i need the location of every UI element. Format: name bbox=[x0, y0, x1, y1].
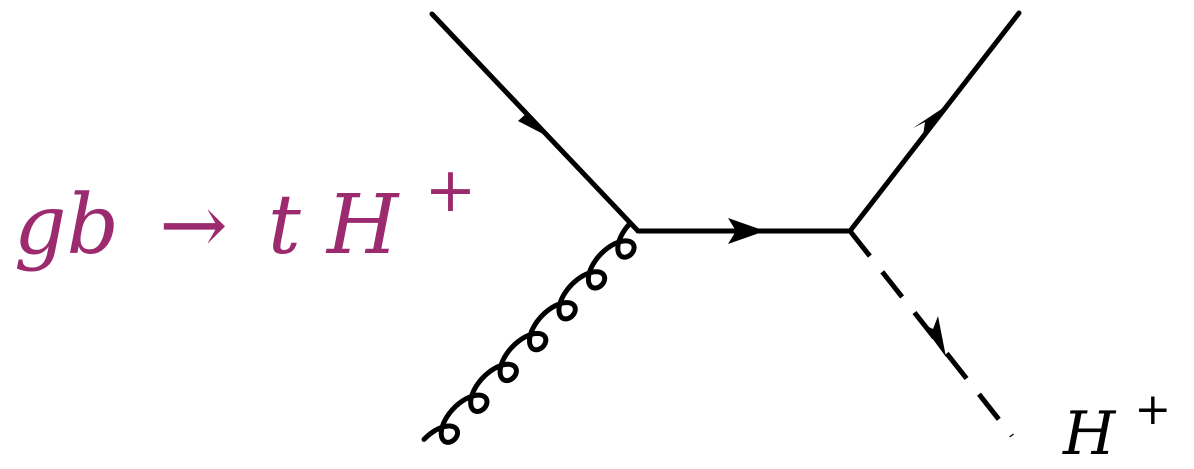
higgs-symbol: H bbox=[1062, 399, 1117, 469]
process-arrow: → bbox=[159, 178, 228, 273]
process-initial-state: gb bbox=[14, 178, 119, 273]
propagator-arrow bbox=[728, 218, 765, 244]
process-final-charge: + bbox=[424, 153, 476, 226]
incoming-quark-line bbox=[429, 11, 641, 234]
incoming-quark-arrow bbox=[518, 112, 549, 137]
outgoing-top-arrow bbox=[913, 106, 946, 136]
propagator-line bbox=[635, 218, 853, 244]
process-final-boson: H bbox=[325, 178, 400, 273]
higgs-label: H + , bbox=[1062, 369, 1194, 469]
higgs-charge: + bbox=[1134, 384, 1171, 435]
outgoing-higgs-arrow bbox=[921, 316, 946, 357]
outgoing-top-line bbox=[847, 10, 1022, 234]
svg-text:gb → t H: gb → t H + bbox=[14, 153, 476, 273]
process-final-particle: t bbox=[268, 178, 302, 273]
outgoing-higgs-line bbox=[848, 229, 1014, 438]
gluon-line bbox=[421, 220, 637, 445]
process-label: gb → t H + bbox=[14, 153, 476, 273]
